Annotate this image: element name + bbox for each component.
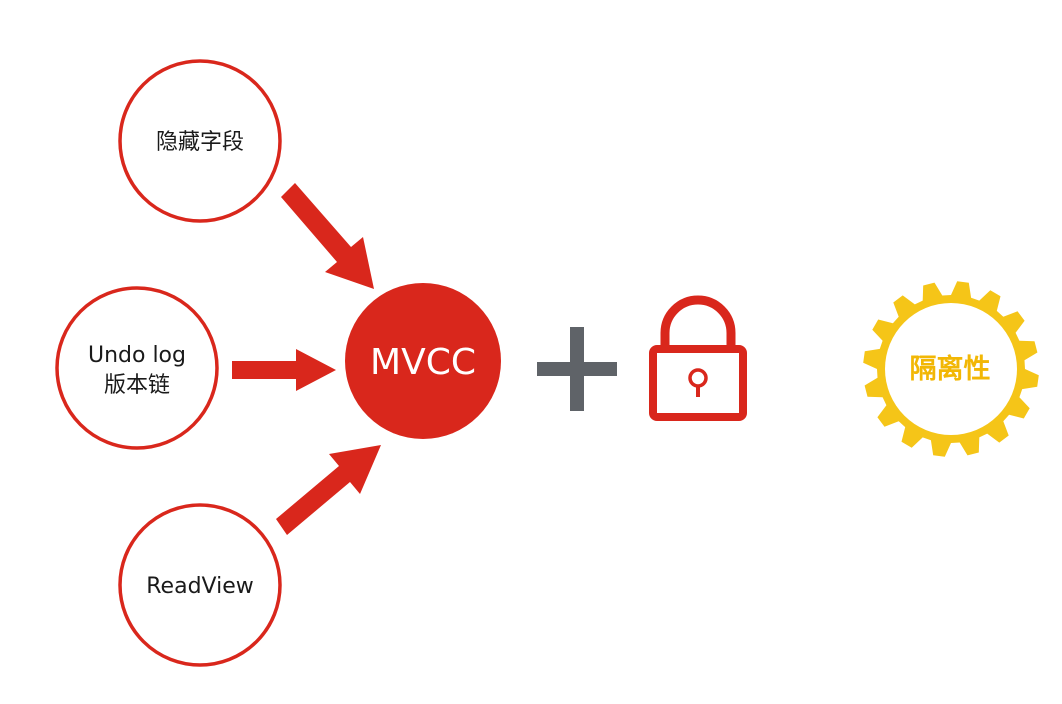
- isolation-label: 隔离性: [910, 353, 991, 385]
- gear-icon: [863, 281, 1039, 457]
- arrow-top: [281, 183, 374, 289]
- input-node-label: 隐藏字段: [156, 130, 244, 155]
- input-node-hidden-fields: 隐藏字段: [118, 59, 282, 223]
- isolation-node: 隔离性: [863, 281, 1039, 457]
- gear-inner-face: [885, 303, 1017, 435]
- input-node-label-line1: Undo log: [88, 343, 186, 368]
- input-node-label-line2: 版本链: [104, 373, 170, 398]
- mvcc-circle: [345, 283, 501, 439]
- input-node-circle: [55, 286, 219, 450]
- arrow-middle: [232, 349, 336, 391]
- mvcc-label: MVCC: [370, 342, 476, 383]
- plus-icon: [537, 327, 617, 411]
- arrow-bottom: [276, 445, 381, 535]
- lock-icon: [649, 295, 747, 421]
- input-node-readview: ReadView: [118, 503, 282, 667]
- input-node-label: ReadView: [146, 574, 254, 599]
- input-node-undo-log: Undo log 版本链: [55, 286, 219, 450]
- mvcc-node: MVCC: [345, 283, 501, 439]
- input-node-circle: [118, 503, 282, 667]
- input-node-circle: [118, 59, 282, 223]
